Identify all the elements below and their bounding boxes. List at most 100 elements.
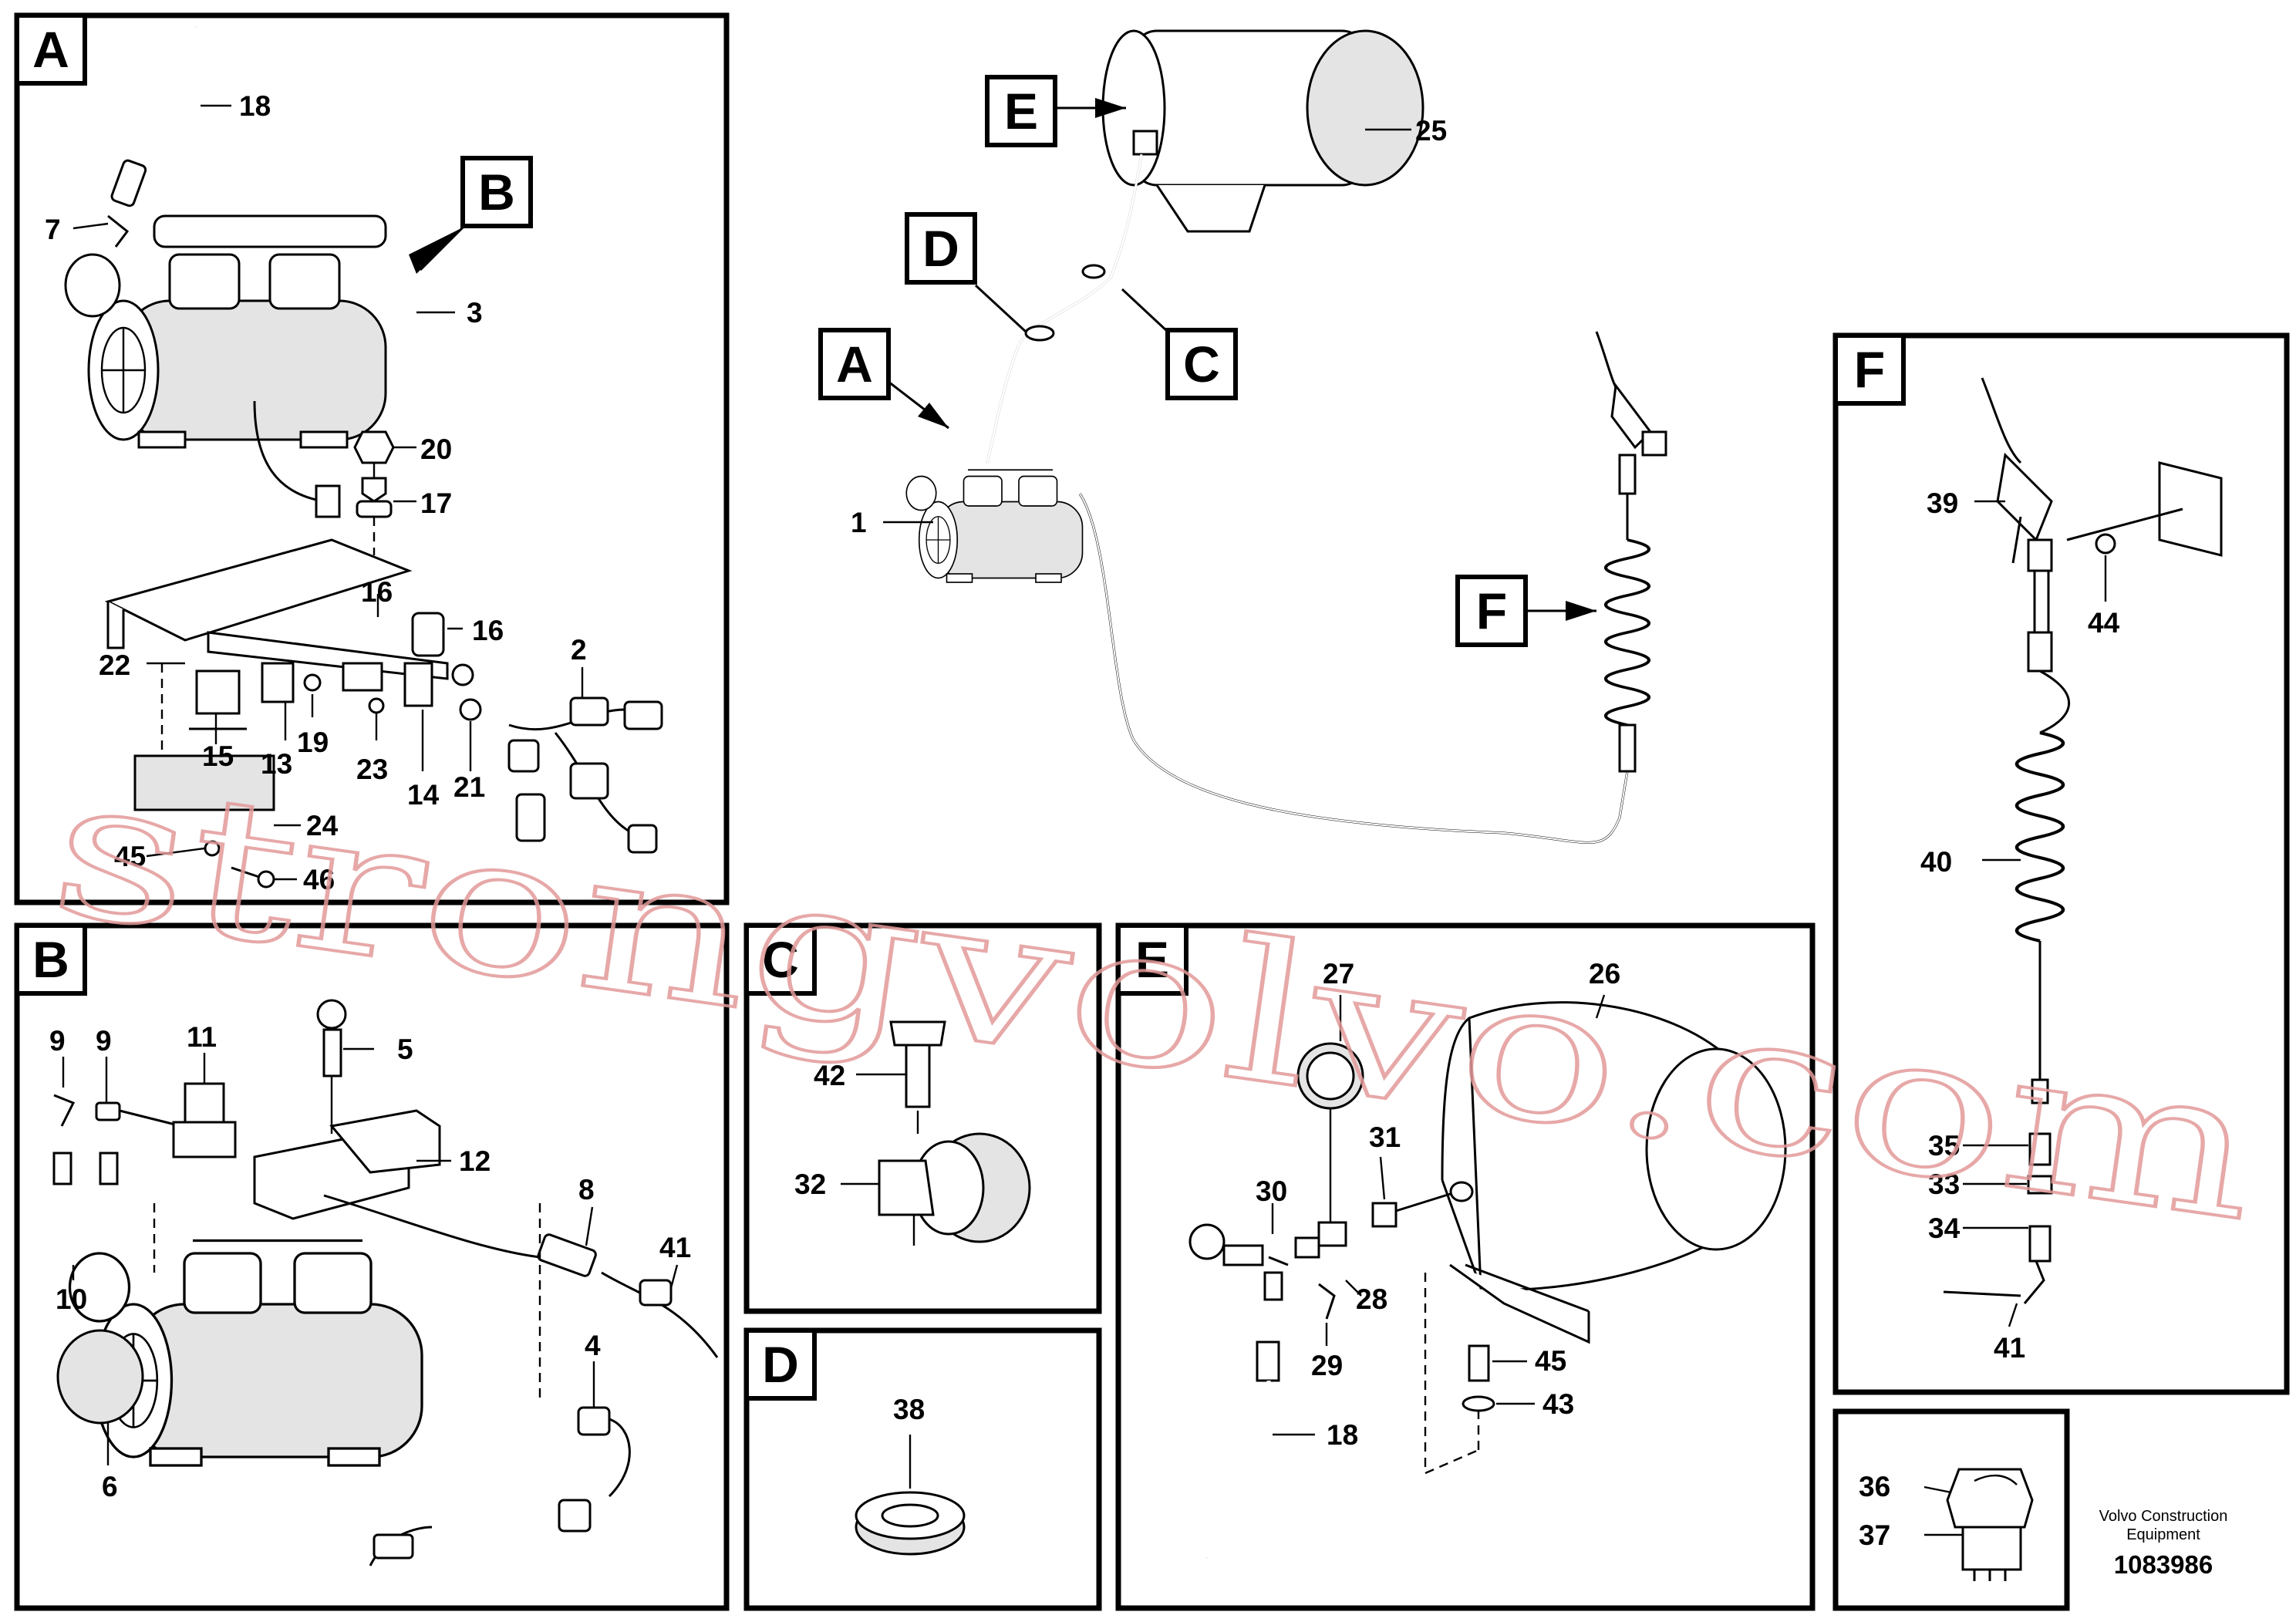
holder-plate [2158, 461, 2223, 557]
overview-tag-c-label: C [1183, 336, 1220, 393]
callout: 29 [1311, 1350, 1343, 1381]
elbow-fitting [107, 214, 130, 248]
callout: 3 [467, 297, 483, 329]
washer [1462, 1395, 1495, 1412]
switch-panel: 36 37 [1832, 1408, 2070, 1611]
panel-b: B [14, 922, 730, 1611]
mounting-bracket [104, 538, 413, 642]
nut [353, 430, 395, 464]
tee-fitting [1317, 1221, 1347, 1247]
callout: 20 [420, 433, 452, 465]
callout: 12 [459, 1145, 491, 1177]
panel-c-label: C [762, 931, 799, 988]
callout: 9 [96, 1025, 112, 1057]
panel-f: F 39 44 40 35 33 34 41 [1832, 332, 2290, 1395]
callout: 14 [407, 779, 440, 811]
callout: 16 [472, 615, 504, 646]
callout: 4 [585, 1330, 601, 1361]
spiral-hose [2017, 733, 2063, 941]
callout: 37 [1859, 1519, 1890, 1551]
temp-sensor [577, 1406, 611, 1436]
callout: 36 [1859, 1471, 1890, 1502]
harness-connector [569, 696, 609, 727]
panel-a-tag [15, 13, 87, 86]
overview-tag-e-label: E [1004, 83, 1038, 140]
rocker-switch [1946, 1468, 2034, 1529]
callout: 25 [1415, 115, 1447, 147]
clip [411, 612, 445, 657]
callout: 15 [202, 740, 234, 772]
pressure-sensor [322, 1028, 342, 1077]
callout: 18 [1327, 1419, 1358, 1451]
panel-f-label: F [1854, 341, 1885, 398]
overview-tag-d [905, 212, 977, 285]
panel-c: C 42 32 [743, 922, 1102, 1314]
panel-b-ref-label: B [478, 164, 515, 221]
panel-c-tag [744, 923, 817, 996]
callout: 26 [1589, 958, 1620, 990]
callout: 35 [1928, 1130, 1960, 1162]
callout: 32 [794, 1168, 826, 1200]
panel-d: D 38 [743, 1327, 1102, 1611]
callout: 41 [1994, 1332, 2025, 1364]
overview-tag-f-label: F [1476, 582, 1507, 639]
callout: 8 [578, 1174, 595, 1206]
panel-e-label: E [1135, 931, 1169, 988]
callout: 13 [261, 748, 292, 780]
air-filter-cap [56, 1329, 144, 1425]
company-line-1: Volvo Construction [2099, 1508, 2228, 1525]
connector [315, 484, 341, 518]
callout: 46 [303, 864, 335, 895]
callout: 24 [306, 810, 339, 841]
callout: 41 [659, 1232, 691, 1263]
solenoid-valve [184, 1082, 225, 1124]
panel-d-tag [744, 1328, 817, 1401]
callout: 6 [102, 1471, 118, 1502]
callout: 30 [1256, 1175, 1287, 1207]
panel-e: E [1115, 922, 1816, 1611]
compressor-unit [64, 241, 387, 449]
callout: 33 [1928, 1168, 1960, 1200]
bolt [889, 1020, 946, 1047]
blow-gun [1996, 452, 2053, 542]
callout: 31 [1369, 1121, 1401, 1153]
air-line [986, 153, 1143, 464]
overview-tag-a-label: A [836, 336, 873, 393]
callout: 27 [1323, 958, 1354, 990]
panel-e-tag [1116, 923, 1188, 996]
callout: 21 [453, 771, 485, 803]
overview: E D A C F 25 1 [818, 29, 1667, 844]
relay [195, 669, 241, 715]
callout: 42 [814, 1060, 845, 1091]
overview-tag-d-label: D [922, 220, 959, 277]
overview-tag-c [1165, 328, 1238, 400]
callout: 45 [114, 841, 146, 872]
callout: 44 [2088, 607, 2120, 639]
air-gun [1610, 383, 1652, 450]
rubber-damper [361, 477, 387, 503]
callout: 1 [851, 507, 867, 538]
fuse-holder [261, 662, 295, 703]
callout: 18 [239, 90, 271, 122]
callout: 5 [397, 1034, 413, 1065]
panel-a: A [14, 12, 730, 905]
callout: 19 [297, 727, 329, 758]
bolt-e [1468, 1344, 1490, 1382]
panel-f-tag [1833, 333, 1906, 406]
callout: 11 [187, 1021, 217, 1053]
overview-tag-a [818, 328, 891, 400]
relay-cover [133, 754, 275, 811]
check-valve [537, 1233, 597, 1277]
callout: 17 [420, 487, 452, 519]
callout: 23 [356, 754, 388, 785]
callout: 39 [1927, 487, 1958, 519]
callout: 43 [1542, 1388, 1574, 1420]
callout: 40 [1920, 846, 1952, 878]
callout: 38 [893, 1394, 925, 1425]
callout: 9 [49, 1025, 66, 1057]
footer: Volvo Construction Equipment 1083986 [2099, 1508, 2228, 1579]
callout: 7 [45, 214, 61, 245]
drawing-number: 1083986 [2114, 1550, 2213, 1579]
hose-fitting [110, 159, 147, 207]
panel-b-label: B [32, 931, 69, 988]
